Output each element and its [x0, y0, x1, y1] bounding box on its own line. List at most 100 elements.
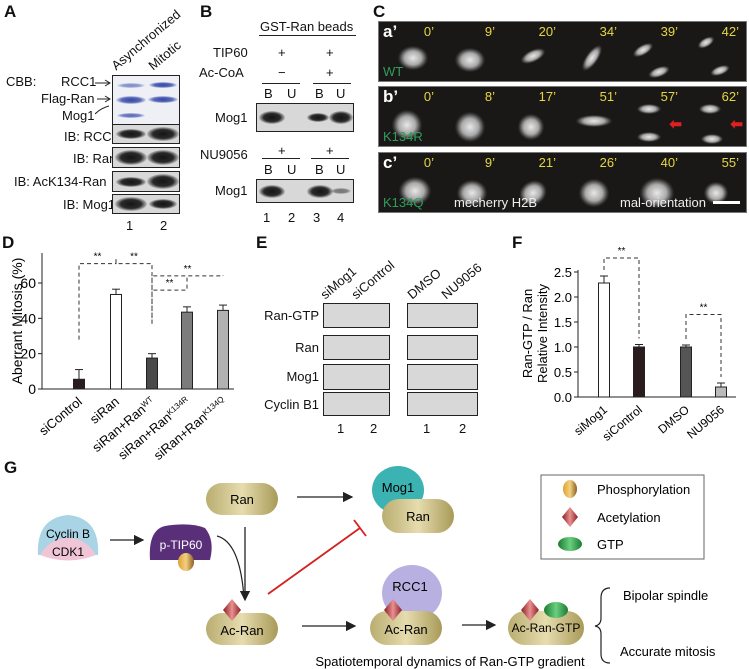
micrograph-frame: 57’⬅: [623, 87, 684, 148]
micrograph-frame: 20’: [501, 22, 562, 83]
marker-label: mecherry H2B: [454, 195, 538, 210]
scale-bar: [713, 201, 740, 204]
timestamp: 62’: [721, 89, 739, 104]
svg-text:Phosphorylation: Phosphorylation: [597, 482, 690, 497]
ran-node: Ran: [206, 483, 278, 515]
timestamp: 9’: [484, 155, 495, 170]
ac-ran-gtp-node: Ac-Ran-GTP: [508, 599, 584, 645]
rcc1-acran-complex: RCC1 Ac-Ran: [370, 565, 442, 645]
ac-coa-lane34: +: [326, 65, 334, 80]
blot-mog1-nu9056: [256, 179, 354, 203]
red-arrow-icon: ⬅: [669, 116, 682, 133]
blot-mog1: [112, 194, 180, 214]
phosphorylation-icon: [563, 480, 577, 498]
genotype-label: K134Q: [383, 195, 424, 210]
lane-number: 1: [263, 210, 271, 225]
ac-coa-lane12: −: [278, 65, 286, 80]
chromatin-blob: [630, 40, 656, 60]
micrograph-frame: 34’: [562, 22, 623, 83]
y-tick-label: 1.5: [554, 315, 572, 330]
gtp-icon: [558, 537, 582, 551]
y-tick-label: 1.0: [554, 340, 572, 355]
blot-ran-sirna: [323, 335, 390, 360]
panel-c-label: C: [373, 2, 386, 21]
genotype-label: K134R: [383, 129, 423, 144]
mog1-label: Mog1: [215, 110, 248, 125]
lane-number: 2: [459, 421, 467, 436]
y-axis-label: Aberrant Mitosis (%): [9, 258, 25, 385]
acetylation-icon: [562, 507, 578, 527]
lane-number: 2: [370, 421, 378, 436]
band-label-flag-ran: Flag-Ran: [41, 91, 95, 106]
chromatin-blob: [576, 115, 612, 127]
nu9056-lane34: +: [326, 143, 334, 158]
chromatin-blob: [695, 33, 717, 51]
blot-mog1-acetyl: [256, 103, 354, 132]
micrograph-frame: 62’ ⬅: [684, 87, 745, 148]
blot-ran-inhibitor: [407, 335, 478, 360]
significance-bracket: [685, 314, 722, 377]
panel-a-label: A: [4, 2, 17, 21]
chromatin-blob: [637, 132, 661, 142]
blot-ran-gtp-inhibitor: [407, 303, 478, 328]
lane-number: 1: [337, 421, 345, 436]
micrograph-frame: 8’: [440, 87, 501, 148]
bound-label: B: [264, 86, 273, 101]
timestamp: 21’: [538, 155, 556, 170]
unbound-label: U: [287, 162, 297, 177]
micrograph-frame: 9’: [440, 153, 501, 214]
panel-g-label: G: [4, 458, 18, 477]
y-tick-label: 40: [20, 310, 36, 326]
y-tick-label: 20: [20, 346, 36, 362]
chromatin-blob: [514, 110, 548, 144]
mog1-ran-complex: Mog1 Ran: [372, 466, 454, 533]
y-tick-label: 0.0: [554, 390, 572, 405]
bar-siran: [110, 293, 122, 390]
micrograph-frame: 42’: [684, 22, 745, 83]
chromatin-blob: [398, 46, 428, 70]
micrograph-row-k134r: 0’8’17’51’57’⬅62’⬅b’K134R: [378, 86, 747, 147]
lane-header-dmso: DMSO: [404, 265, 444, 302]
svg-text:Ac-Ran: Ac-Ran: [384, 622, 427, 637]
lane-header-sicontrol: siControl: [348, 257, 398, 302]
chromatin-blob: [579, 179, 609, 207]
chromatin-blob: [457, 180, 487, 206]
svg-text:GTP: GTP: [597, 537, 624, 552]
significance-stars: **: [166, 278, 174, 289]
timestamp: 0’: [423, 89, 434, 104]
panel-b-label: B: [200, 2, 213, 21]
ib-label-mog1: IB: Mog1: [63, 197, 116, 212]
row-label-mog1: Mog1: [286, 369, 319, 384]
gst-ran-beads-header: GST-Ran beads: [260, 19, 354, 34]
micrograph-frame: 9’: [440, 22, 501, 83]
micrograph-frame: 21’: [501, 153, 562, 214]
micrograph-frame: 26’: [562, 153, 623, 214]
timestamp: 9’: [484, 24, 495, 39]
significance-bracket: [151, 275, 224, 324]
timestamp: 17’: [538, 89, 556, 104]
chromatin-blob: [704, 182, 728, 204]
timestamp: 8’: [484, 89, 495, 104]
chromatin-blob: [392, 110, 422, 140]
outcome-bipolar-spindle: Bipolar spindle: [623, 588, 708, 603]
micrograph-frame: 55’: [684, 153, 745, 214]
acetylation-icon: [223, 599, 241, 621]
chromatin-blob: [399, 177, 431, 205]
svg-text:Ac-Ran-GTP: Ac-Ran-GTP: [512, 621, 581, 635]
unbound-label: U: [287, 86, 297, 101]
nu9056-label: NU9056: [200, 147, 248, 162]
svg-text:Acetylation: Acetylation: [597, 510, 661, 525]
micrograph-frame: 0’: [379, 87, 440, 148]
chromatin-blob: [455, 112, 485, 142]
panel-d-label: D: [2, 233, 15, 252]
red-arrow-icon: ⬅: [730, 116, 743, 133]
timestamp: 51’: [599, 89, 617, 104]
micrograph-row-wt: 0’9’20’34’39’42’a’WT: [378, 21, 747, 82]
lane-number: 3: [313, 210, 321, 225]
micrograph-frame: 39’: [623, 22, 684, 83]
panel-f-label: F: [512, 233, 523, 252]
